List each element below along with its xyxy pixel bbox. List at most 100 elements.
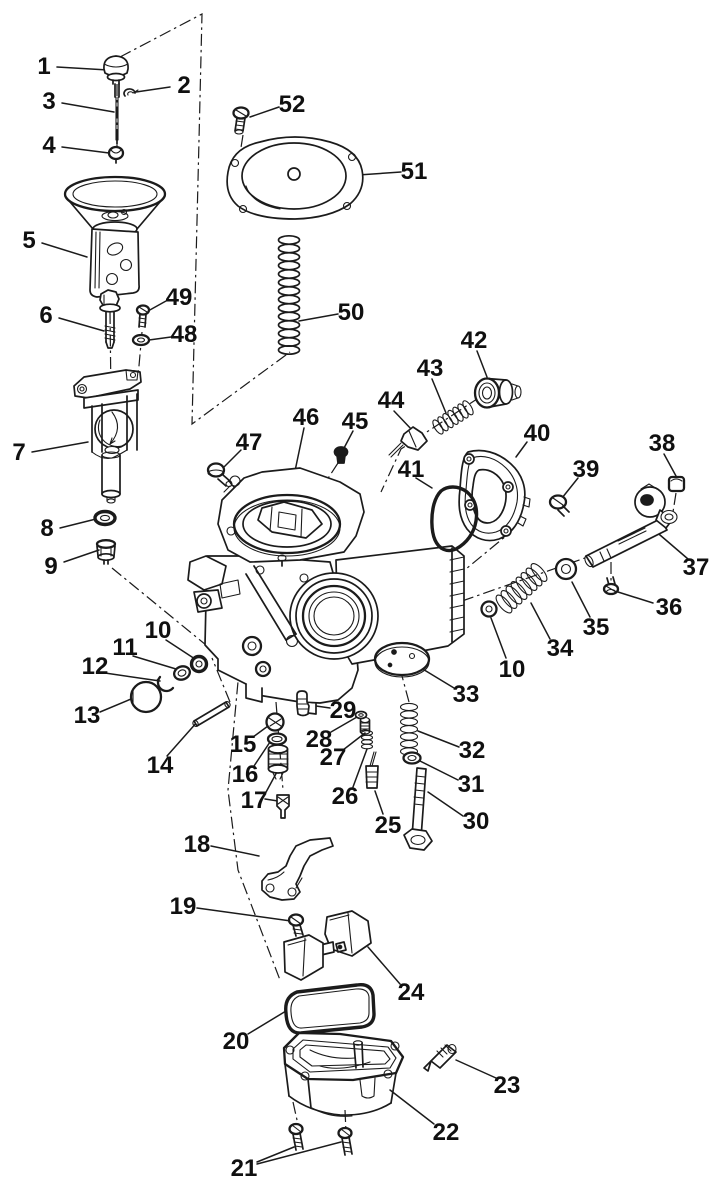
jet-needle [114,83,120,145]
leader-line-47 [223,449,242,468]
float-bracket [261,837,334,901]
bowl-screw-left [288,1122,304,1151]
part-label-9: 9 [44,553,57,580]
leader-line-27 [342,732,366,751]
leader-line-17 [264,798,279,802]
needle-jet-holder [267,744,290,819]
part-label-3: 3 [42,88,55,115]
part-label-18: 18 [184,831,211,858]
leader-line-28 [330,716,358,733]
idle-screw [403,767,433,851]
leader-line-36 [617,591,654,604]
leader-line-13 [99,698,132,713]
drain-screw [423,1043,457,1072]
vacuum-slide [63,175,167,298]
part-label-26: 26 [332,783,359,810]
plunger-cap [333,446,349,464]
part-label-48: 48 [171,321,198,348]
diaphragm-disc [373,641,431,678]
leader-line-40 [515,441,528,458]
float-assembly [283,910,372,981]
leader-line-15 [252,725,269,738]
leader-line-51 [357,171,402,176]
leader-line-52 [249,106,280,118]
part-label-2: 2 [177,72,190,99]
part-label-41: 41 [398,456,425,483]
part-label-27: 27 [320,744,347,771]
leader-line-38 [663,453,677,477]
cover-screw [232,106,250,135]
part-label-16: 16 [232,761,259,788]
shaft-washer [173,665,191,681]
fitting-plug [473,377,522,409]
leader-line-4 [61,146,110,154]
c-clip [156,675,175,693]
part-label-23: 23 [494,1072,521,1099]
jet-washer [354,710,368,720]
part-label-21: 21 [231,1155,258,1182]
leader-line-35 [571,581,591,618]
seal-washer [93,509,117,527]
leader-line-22 [389,1089,435,1125]
part-label-38: 38 [649,430,676,457]
carburetor-body [187,467,465,715]
leader-line-19 [196,907,292,922]
housing-bolt [99,289,121,349]
throttle-shaft [584,483,678,568]
bracket-screw-small [287,913,305,937]
leader-line-42 [476,350,488,378]
part-label-46: 46 [293,404,320,431]
leader-line-6 [58,317,105,332]
part-label-1: 1 [37,53,50,80]
part-label-35: 35 [583,614,610,641]
part-label-31: 31 [458,771,485,798]
part-label-52: 52 [279,91,306,118]
leader-line-43 [431,378,447,414]
leader-line-32 [417,730,460,748]
part-label-20: 20 [223,1028,250,1055]
bowl-screw-right [337,1126,353,1156]
flange-nut [95,539,117,565]
part-label-7: 7 [12,439,25,466]
valve-spring [432,400,474,435]
float-bowl [282,1031,405,1117]
leader-line-12 [104,672,161,682]
part-label-6: 6 [39,302,52,329]
leader-line-50 [298,313,339,322]
bracket-screw [135,304,151,328]
part-label-29: 29 [330,697,357,724]
leader-line-10 [165,639,196,660]
leader-line-10 [490,617,507,659]
shaft-bushing [554,557,578,581]
main-jet-plug [265,712,285,732]
leader-line-31 [419,760,459,781]
part-label-15: 15 [230,731,257,758]
part-label-10: 10 [499,656,526,683]
starter-housing [73,369,142,504]
stop-screw [602,576,620,596]
part-label-8: 8 [40,515,53,542]
part-label-37: 37 [683,554,710,581]
leader-line-7 [31,441,89,453]
leader-line-1 [56,66,109,71]
shaft-seal-left [189,654,209,674]
leader-line-44 [393,410,414,432]
lock-washer [131,333,151,347]
slide-spring [277,234,301,356]
leader-line-5 [41,242,88,258]
leader-line-30 [427,791,464,817]
jet-o-ring [266,732,288,746]
callout-labels: 1234567891011121314151617181920212223242… [12,53,709,1182]
leader-line-20 [247,1010,287,1035]
part-label-45: 45 [342,408,369,435]
leader-line-21 [256,1146,295,1163]
diaphragm-cover [226,136,364,220]
part-label-17: 17 [241,787,268,814]
part-label-22: 22 [433,1119,460,1146]
leader-line-25 [374,790,384,815]
return-spring [495,563,548,614]
part-label-43: 43 [417,355,444,382]
part-label-25: 25 [375,812,402,839]
part-label-36: 36 [656,594,683,621]
pilot-jet [359,716,371,735]
